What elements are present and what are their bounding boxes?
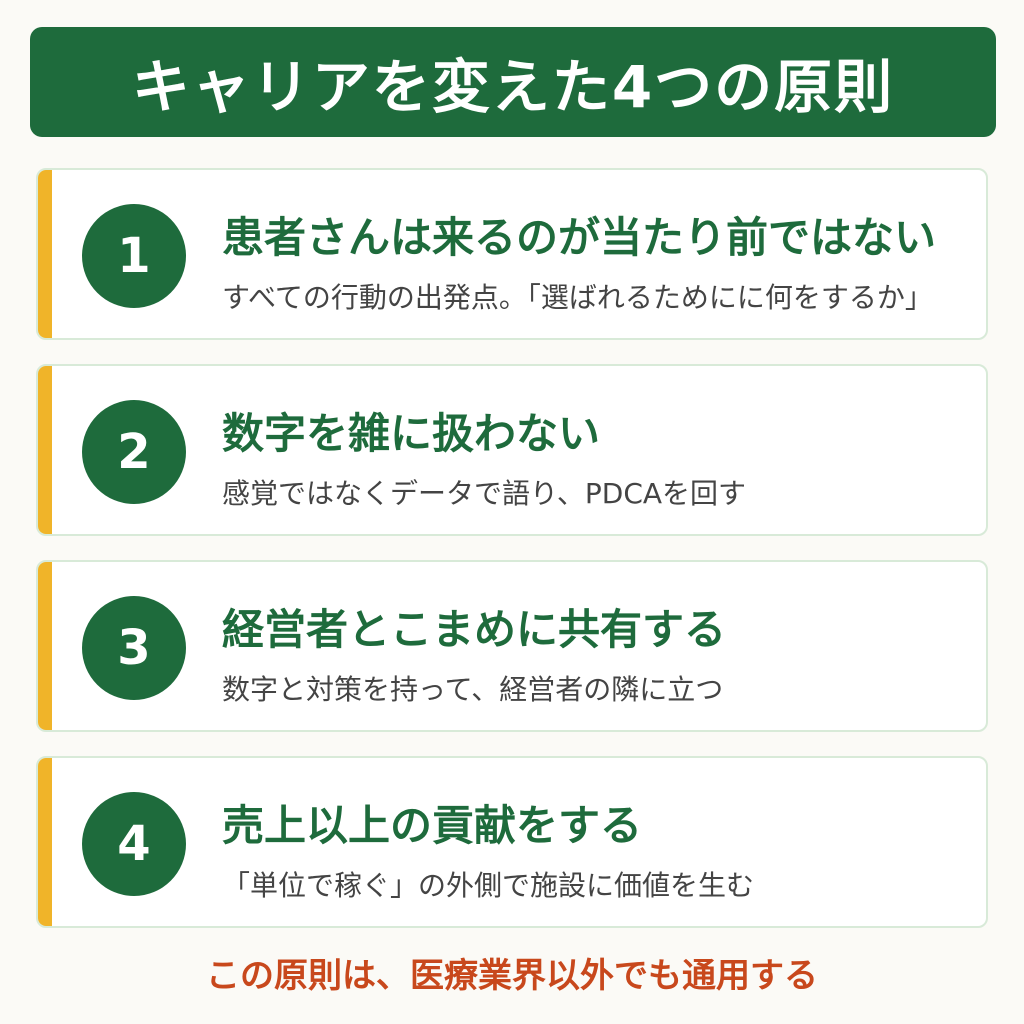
principle-card-2: 2 数字を雑に扱わない 感覚ではなくデータで語り、PDCAを回す bbox=[36, 364, 988, 536]
principle-number-badge: 2 bbox=[82, 400, 186, 504]
principle-title: 患者さんは来るのが当たり前ではない bbox=[222, 213, 937, 262]
principle-card-3: 3 経営者とこまめに共有する 数字と対策を持って、経営者の隣に立つ bbox=[36, 560, 988, 732]
principle-subtitle: 「単位で稼ぐ」の外側で施設に価値を生む bbox=[222, 869, 755, 902]
card-accent-bar bbox=[38, 562, 52, 730]
card-accent-bar bbox=[38, 758, 52, 926]
card-accent-bar bbox=[38, 170, 52, 338]
principle-subtitle: すべての行動の出発点。「選ばれるためにに何をするか」 bbox=[222, 281, 933, 314]
principle-number-badge: 1 bbox=[82, 204, 186, 308]
page-title: キャリアを変えた4つの原則 bbox=[131, 53, 895, 121]
principle-card-1: 1 患者さんは来るのが当たり前ではない すべての行動の出発点。「選ばれるためにに… bbox=[36, 168, 988, 340]
principle-title: 数字を雑に扱わない bbox=[222, 409, 601, 458]
footer-note: この原則は、医療業界以外でも通用する bbox=[206, 956, 818, 996]
principle-subtitle: 感覚ではなくデータで語り、PDCAを回す bbox=[222, 477, 747, 510]
principle-title: 売上以上の貢献をする bbox=[222, 801, 643, 850]
principle-number-badge: 3 bbox=[82, 596, 186, 700]
principle-title: 経営者とこまめに共有する bbox=[222, 605, 727, 654]
principle-subtitle: 数字と対策を持って、経営者の隣に立つ bbox=[222, 673, 724, 706]
principle-card-4: 4 売上以上の貢献をする 「単位で稼ぐ」の外側で施設に価値を生む bbox=[36, 756, 988, 928]
principle-number-badge: 4 bbox=[82, 792, 186, 896]
card-accent-bar bbox=[38, 366, 52, 534]
title-banner: キャリアを変えた4つの原則 bbox=[30, 27, 996, 137]
